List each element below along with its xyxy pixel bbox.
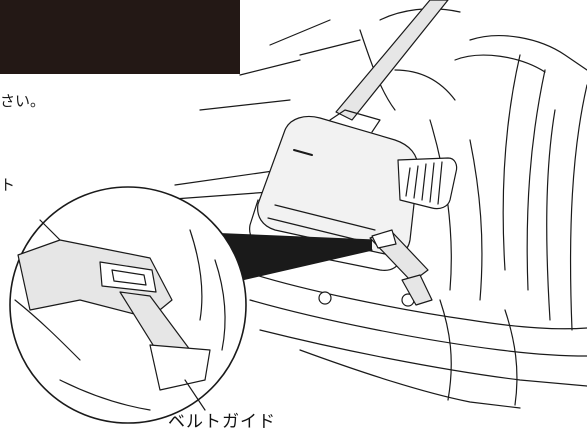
seat-belt-strap	[335, 0, 449, 121]
black-header-bar	[0, 0, 240, 74]
instruction-text-fragment-1: さい。	[0, 92, 46, 110]
lap-belt	[369, 229, 433, 306]
zoom-inset-circle	[9, 186, 247, 424]
seat-cushion	[239, 269, 587, 409]
pet-carrier	[244, 109, 458, 307]
callout-leader-line	[184, 379, 206, 411]
belt-guide-label: ベルトガイド	[168, 412, 276, 432]
instruction-text-fragment-2: ト	[0, 176, 16, 194]
